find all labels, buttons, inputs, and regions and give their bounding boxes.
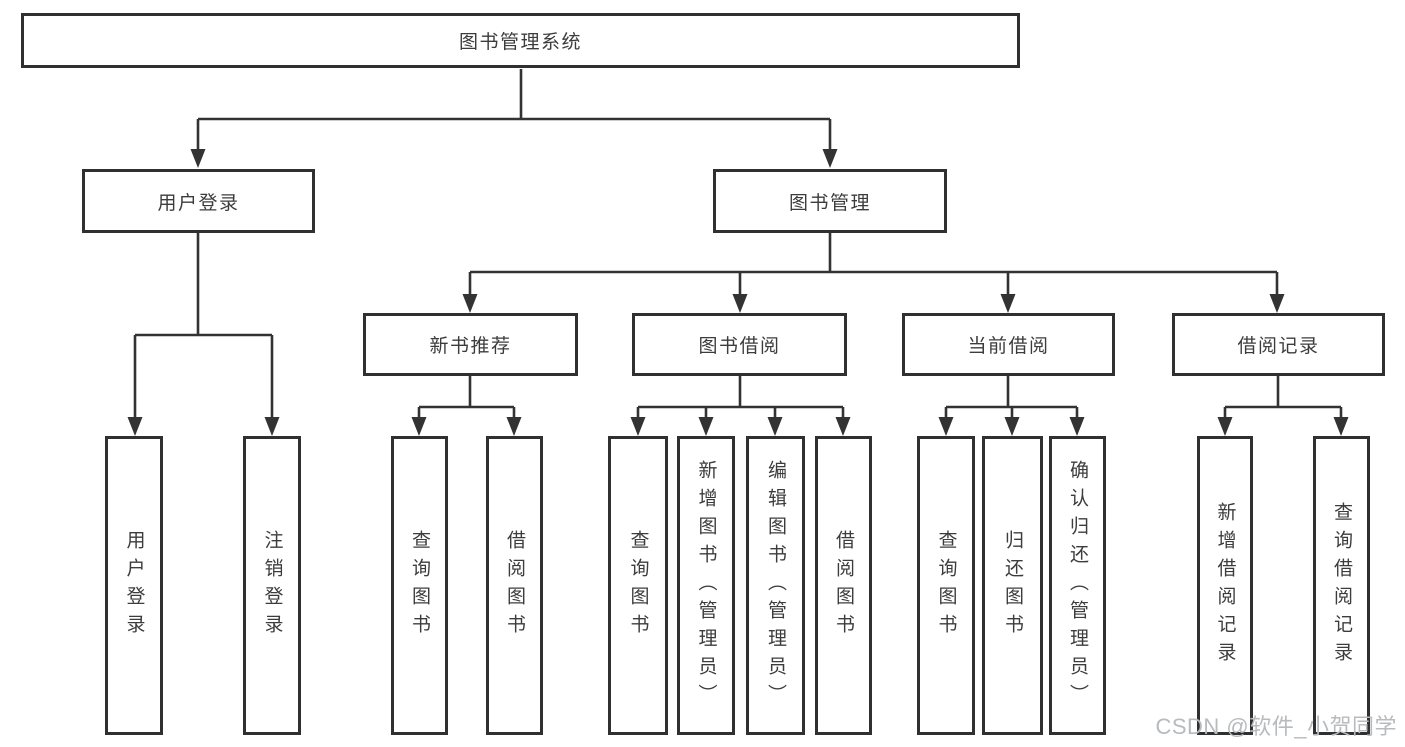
node-borrow-records: 借阅记录 xyxy=(1172,313,1385,376)
node-label: 归还图书 xyxy=(1002,529,1023,642)
connector-group xyxy=(1217,376,1349,436)
leaf-return-books: 归还图书 xyxy=(982,436,1043,735)
node-label: 查询借阅记录 xyxy=(1331,501,1352,670)
arrowhead-down-icon xyxy=(630,417,646,436)
connector-group xyxy=(127,233,280,436)
leaf-query-books-current: 查询图书 xyxy=(917,436,975,735)
arrowhead-down-icon xyxy=(1333,417,1349,436)
leaf-edit-book-admin: 编辑图书（管理员） xyxy=(746,436,805,735)
node-book-borrow: 图书借阅 xyxy=(632,313,847,376)
node-label: 借阅图书 xyxy=(504,529,525,642)
arrowhead-down-icon xyxy=(462,294,478,313)
leaf-logout: 注销登录 xyxy=(243,436,301,735)
node-label: 查询图书 xyxy=(935,529,957,642)
arrowhead-down-icon xyxy=(938,417,954,436)
node-label: 查询图书 xyxy=(409,529,430,642)
leaf-borrow-books: 借阅图书 xyxy=(815,436,872,735)
node-user-login: 用户登录 xyxy=(82,169,315,233)
arrowhead-down-icon xyxy=(1269,294,1285,313)
connector-group xyxy=(190,69,838,168)
node-label: 注销登录 xyxy=(261,529,283,642)
node-label: 新增图书（管理员） xyxy=(695,459,717,712)
arrowhead-down-icon xyxy=(264,417,280,436)
node-label: 编辑图书（管理员） xyxy=(765,459,786,712)
leaf-query-books-borrow: 查询图书 xyxy=(608,436,668,735)
node-label: 借阅记录 xyxy=(1237,336,1320,357)
arrowhead-down-icon xyxy=(732,294,748,313)
leaf-add-borrow-record: 新增借阅记录 xyxy=(1197,436,1253,735)
arrowhead-down-icon xyxy=(767,417,783,436)
arrowhead-down-icon xyxy=(1217,417,1233,436)
node-label: 用户登录 xyxy=(123,529,145,642)
arrowhead-down-icon xyxy=(506,417,522,436)
node-label: 用户登录 xyxy=(157,192,240,214)
arrowhead-down-icon xyxy=(190,149,206,168)
node-label: 图书管理 xyxy=(788,192,871,214)
node-label: 新增借阅记录 xyxy=(1214,501,1236,670)
node-new-book-recommend: 新书推荐 xyxy=(363,313,578,376)
arrowhead-down-icon xyxy=(822,149,838,168)
leaf-query-borrow-record: 查询借阅记录 xyxy=(1313,436,1370,735)
connector-group xyxy=(630,376,851,436)
node-label: 图书管理系统 xyxy=(458,32,582,53)
leaf-query-books-recommend: 查询图书 xyxy=(391,436,448,735)
arrowhead-down-icon xyxy=(127,417,143,436)
node-label: 借阅图书 xyxy=(833,529,854,642)
node-current-borrow: 当前借阅 xyxy=(902,313,1115,376)
node-label: 确认归还（管理员） xyxy=(1067,459,1088,712)
connector-group xyxy=(462,233,1285,313)
node-label: 图书借阅 xyxy=(698,336,781,357)
arrowhead-down-icon xyxy=(1000,294,1016,313)
arrowhead-down-icon xyxy=(1004,417,1020,436)
node-label: 新书推荐 xyxy=(429,336,512,357)
arrowhead-down-icon xyxy=(411,417,427,436)
connector-group xyxy=(938,376,1085,436)
leaf-add-book-admin: 新增图书（管理员） xyxy=(677,436,735,735)
leaf-confirm-return-admin: 确认归还（管理员） xyxy=(1049,436,1106,735)
csdn-watermark: CSDN @软件_小贺同学 xyxy=(1155,714,1397,739)
connector-group xyxy=(411,376,522,436)
node-library-management-system: 图书管理系统 xyxy=(21,13,1020,68)
arrowhead-down-icon xyxy=(835,417,851,436)
leaf-user-login: 用户登录 xyxy=(105,436,163,735)
arrowhead-down-icon xyxy=(698,417,714,436)
node-label: 当前借阅 xyxy=(967,336,1050,357)
node-label: 查询图书 xyxy=(627,529,649,642)
leaf-borrow-books-recommend: 借阅图书 xyxy=(486,436,543,735)
arrowhead-down-icon xyxy=(1069,417,1085,436)
node-book-management: 图书管理 xyxy=(713,169,947,233)
